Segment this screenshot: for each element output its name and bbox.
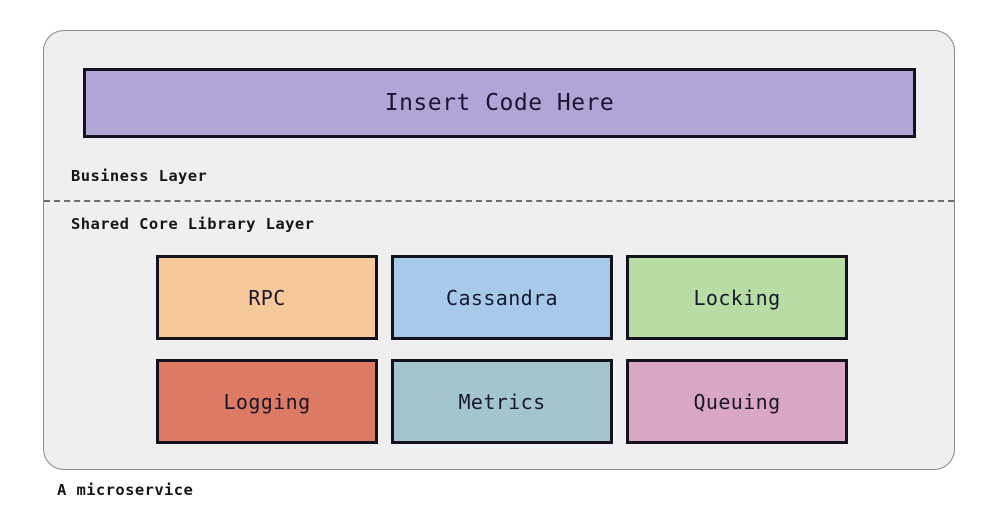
layer-divider (44, 200, 954, 202)
library-box-label: Logging (223, 389, 311, 414)
library-box-metrics: Metrics (391, 359, 613, 444)
microservice-container: Insert Code Here Business Layer Shared C… (43, 30, 955, 470)
business-layer-region: Insert Code Here Business Layer (44, 31, 954, 200)
shared-core-library-grid: RPC Cassandra Locking Logging Metrics Qu… (156, 255, 848, 444)
library-box-label: Metrics (458, 389, 546, 414)
library-box-cassandra: Cassandra (391, 255, 613, 340)
insert-code-here-box: Insert Code Here (83, 68, 916, 138)
library-box-rpc: RPC (156, 255, 378, 340)
library-box-queuing: Queuing (626, 359, 848, 444)
library-box-locking: Locking (626, 255, 848, 340)
library-box-label: Cassandra (446, 285, 558, 310)
diagram-caption: A microservice (57, 481, 194, 499)
library-box-logging: Logging (156, 359, 378, 444)
shared-core-library-layer-label: Shared Core Library Layer (71, 215, 315, 233)
library-box-label: Queuing (693, 389, 781, 414)
insert-code-here-label: Insert Code Here (384, 90, 615, 116)
business-layer-label: Business Layer (71, 167, 208, 185)
library-box-label: Locking (693, 285, 781, 310)
library-box-label: RPC (248, 285, 286, 310)
